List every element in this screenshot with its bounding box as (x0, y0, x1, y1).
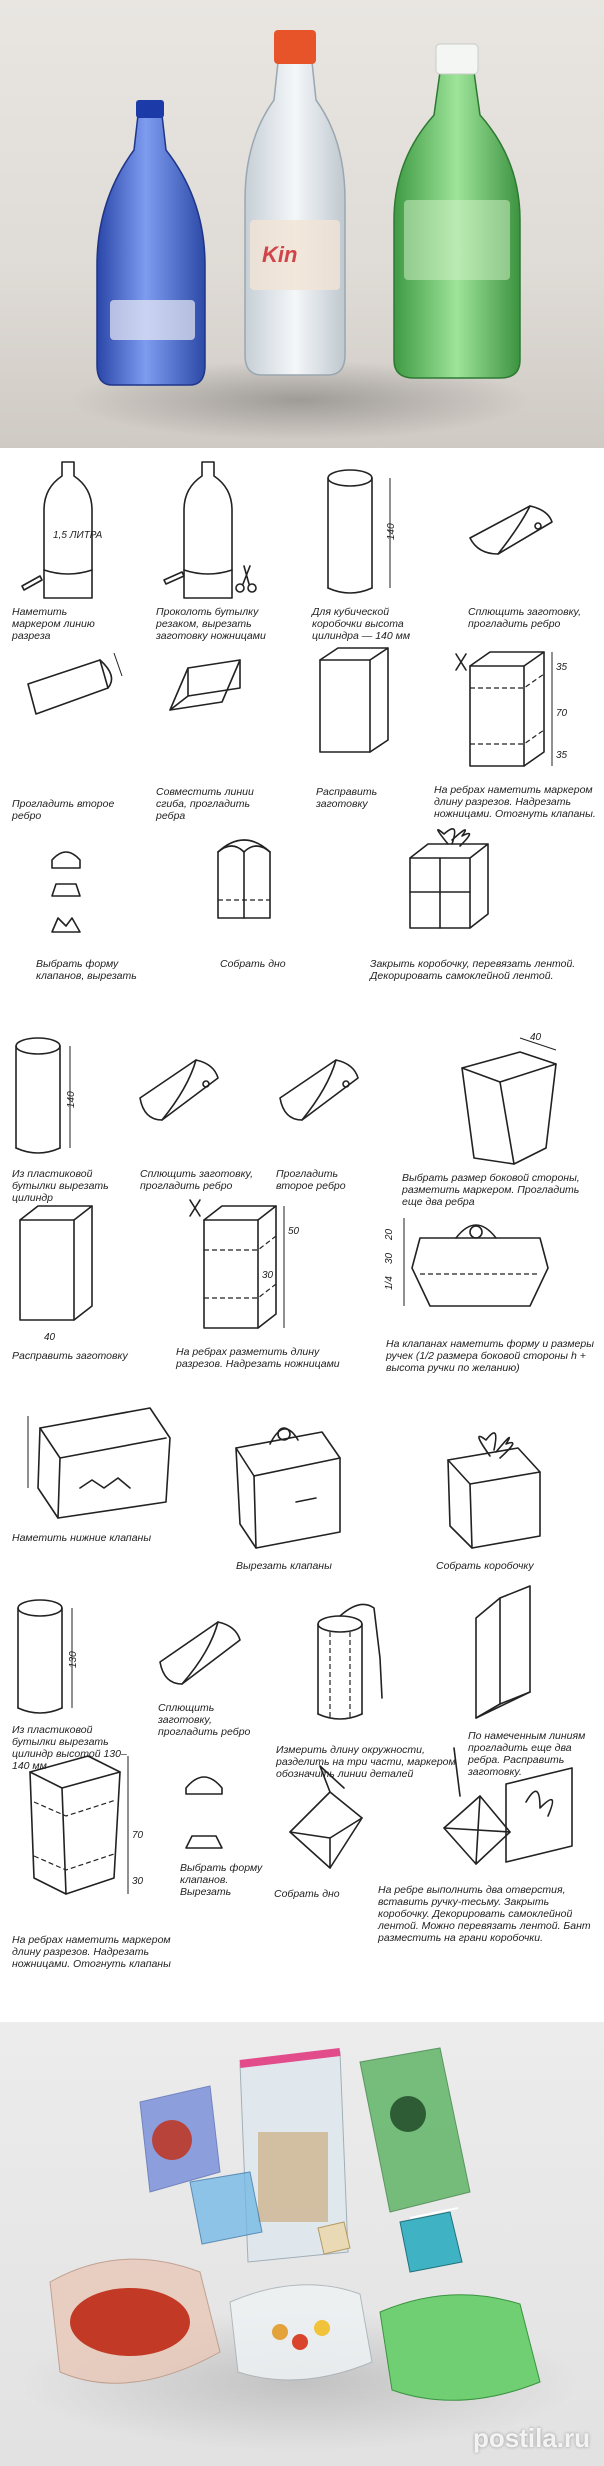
caption-step-12: Из пластиковой бутылки вырезать цилиндр (12, 1168, 109, 1204)
caption-step-28: Собрать дно (274, 1888, 340, 1900)
clear-bottle: Kin (244, 30, 346, 376)
caption-step-8: На ребрах наметить маркером длину разрез… (434, 784, 596, 820)
svg-text:35: 35 (556, 750, 568, 761)
svg-text:Kin: Kin (262, 242, 297, 267)
caption-step-13: Сплющить заготовку, прогладить ребро (140, 1168, 254, 1192)
svg-text:30: 30 (262, 1270, 274, 1281)
caption-step-6: Совместить линии сгиба, прогладить ребра (156, 786, 254, 822)
svg-text:35: 35 (556, 662, 568, 673)
diagram-drawings: 1,5 ЛИТРА 140 (15, 461, 573, 1895)
small-cube (317, 2221, 351, 2255)
step-12-drawing: 140 (15, 1037, 77, 1154)
step-2-drawing (163, 461, 257, 599)
blue-bag (139, 2085, 221, 2193)
caption-step-9: Выбрать форму клапанов, вырезать (36, 958, 137, 982)
cube-box-teal (399, 2207, 463, 2273)
green-bag (359, 2047, 471, 2213)
caption-step-25: По намеченным линиям прогладить еще два … (468, 1730, 586, 1778)
step-15-drawing: 40 (461, 1032, 557, 1165)
step-17-drawing: 50 30 (189, 1199, 300, 1329)
step-28-drawing (289, 1765, 363, 1869)
step-9-drawing (51, 851, 81, 933)
step-29-drawing (443, 1747, 573, 1865)
red-pouch (49, 2258, 221, 2384)
step-23-drawing (159, 1621, 241, 1685)
boxes-illustration (20, 2047, 580, 2452)
bottles-illustration: Kin (70, 30, 530, 440)
bottles-photo: Kin (0, 0, 604, 448)
svg-text:20: 20 (384, 1228, 395, 1241)
svg-text:70: 70 (132, 1830, 144, 1841)
svg-text:40: 40 (530, 1032, 542, 1043)
svg-text:140: 140 (66, 1091, 77, 1108)
step-22-drawing: 130 (17, 1599, 79, 1714)
caption-step-24: Измерить длину окружности, разделить на … (276, 1744, 456, 1780)
blue-bottle (96, 100, 206, 386)
caption-step-21: Собрать коробочку (436, 1560, 534, 1572)
svg-text:70: 70 (556, 708, 568, 719)
caption-step-11: Закрыть коробочку, перевязать лентой. Де… (370, 958, 576, 982)
caption-step-7: Расправить заготовку (316, 786, 378, 810)
caption-step-23: Сплющить заготовку, прогладить ребро (158, 1702, 251, 1738)
caption-step-10: Собрать дно (220, 958, 286, 970)
svg-text:140: 140 (386, 523, 397, 540)
step-10-drawing (217, 839, 271, 919)
step-7-drawing (319, 647, 389, 753)
caption-step-2: Проколоть бутылку резаком, вырезать заго… (156, 606, 266, 642)
step-25-drawing (475, 1585, 531, 1719)
caption-step-16: Расправить заготовку (12, 1350, 128, 1362)
caption-step-17: На ребрах разметить длину разрезов. Надр… (176, 1346, 340, 1370)
step-24-drawing (317, 1603, 383, 1720)
finished-boxes-photo: postila.ru (0, 2022, 604, 2466)
svg-text:30: 30 (384, 1252, 395, 1264)
svg-text:1/4: 1/4 (384, 1276, 395, 1290)
caption-step-3: Для кубической коробочки высота цилиндра… (312, 606, 411, 642)
caption-step-22: Из пластиковой бутылки вырезать цилиндр … (12, 1724, 127, 1772)
caption-step-26: На ребрах наметить маркером длину разрез… (12, 1934, 171, 1970)
caption-step-14: Прогладить второе ребро (276, 1168, 346, 1192)
caption-step-4: Сплющить заготовку, прогладить ребро (468, 606, 582, 630)
svg-text:130: 130 (68, 1651, 79, 1668)
green-bottle (393, 43, 521, 379)
step-14-drawing (279, 1059, 359, 1121)
caption-step-19: Наметить нижние клапаны (12, 1532, 152, 1544)
step-3-drawing: 140 (327, 469, 397, 594)
candy-pouch (229, 2284, 373, 2381)
svg-text:1,5 ЛИТРА: 1,5 ЛИТРА (53, 530, 103, 541)
step-19-drawing (27, 1407, 171, 1519)
caption-step-20: Вырезать клапаны (236, 1560, 332, 1572)
green-pouch (379, 2294, 541, 2401)
caption-step-5: Прогладить второе ребро (12, 798, 115, 822)
watermark: postila.ru (472, 2423, 590, 2453)
caption-step-29: На ребре выполнить два отверстия, встави… (378, 1884, 591, 1944)
svg-text:50: 50 (288, 1226, 300, 1237)
step-13-drawing (139, 1059, 219, 1121)
step-16-drawing: 40 (19, 1205, 93, 1343)
cube-box-blue (189, 2171, 263, 2245)
step-5-drawing (27, 652, 123, 715)
step-4-drawing (469, 505, 553, 555)
caption-step-15: Выбрать размер боковой стороны, разметит… (402, 1172, 580, 1208)
svg-text:30: 30 (132, 1876, 144, 1887)
step-18-drawing: 20 30 1/4 (384, 1218, 549, 1307)
step-20-drawing (235, 1427, 341, 1549)
step-21-drawing (447, 1432, 541, 1549)
step-11-drawing (409, 828, 489, 929)
caption-step-27: Выбрать форму клапанов. Вырезать (180, 1862, 263, 1898)
caption-step-18: На клапанах наметить форму и размеры руч… (386, 1338, 594, 1374)
step-1-drawing: 1,5 ЛИТРА (21, 461, 103, 599)
step-26-drawing: 70 30 (29, 1755, 144, 1895)
step-6-drawing (169, 659, 241, 711)
caption-step-1: Наметить маркером линию разреза (12, 606, 95, 642)
step-8-drawing: 35 70 35 (455, 651, 568, 767)
step-27-drawing (185, 1776, 223, 1849)
instructions-diagram: 1,5 ЛИТРА 140 (0, 448, 604, 2022)
svg-text:40: 40 (44, 1332, 56, 1343)
